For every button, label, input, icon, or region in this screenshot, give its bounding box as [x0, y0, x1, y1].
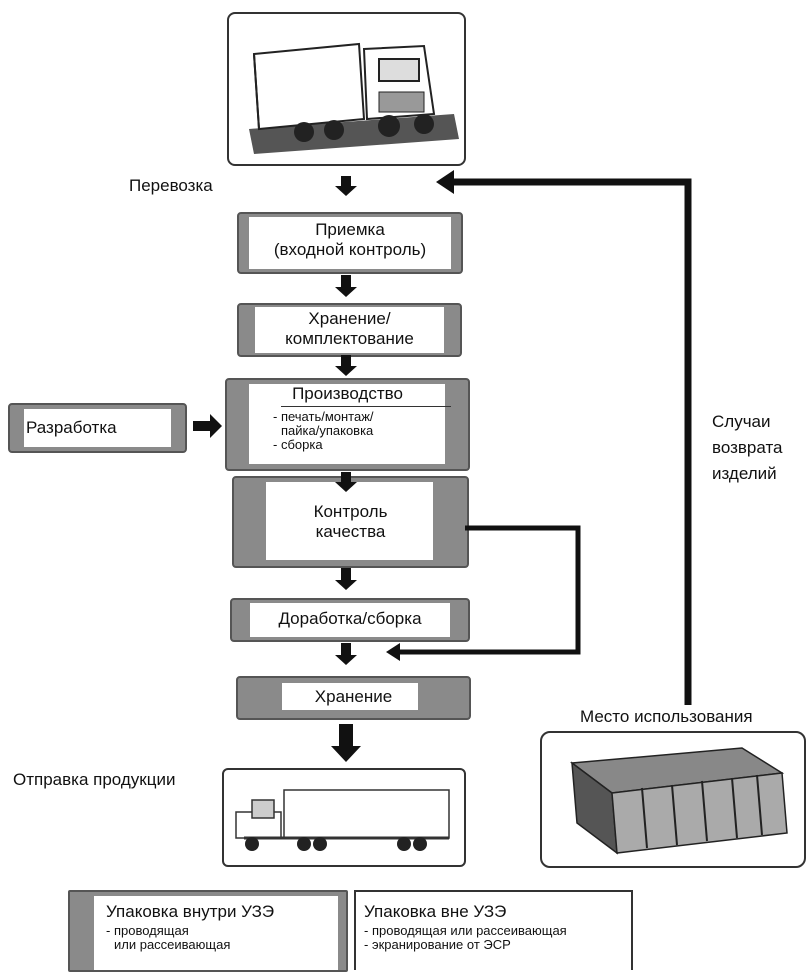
acceptance-line1: Приемка — [315, 220, 385, 239]
legend-outside: Упаковка вне УЗЭ - проводящая или рассеи… — [354, 890, 633, 970]
returns-connector — [450, 178, 692, 705]
rework-step: Доработка/сборка — [230, 598, 470, 642]
design-step: Разработка — [8, 403, 187, 453]
shipping-label: Отправка продукции — [13, 770, 176, 789]
returns-line2: возврата — [712, 438, 783, 457]
production-item-3: - сборка — [273, 437, 323, 452]
storage-step: Хранение/ комплектование — [237, 303, 462, 357]
returns-line1: Случаи — [712, 412, 771, 431]
legend-inside-line2: или рассеивающая — [114, 937, 231, 952]
acceptance-line2: (входной контроль) — [273, 240, 427, 259]
qc-rework-arrowhead — [386, 643, 400, 661]
legend-inside-title: Упаковка внутри УЗЭ — [106, 902, 275, 921]
storage-line2: комплектование — [285, 329, 414, 348]
qc-line2: качества — [315, 522, 386, 541]
production-step: Производство - печать/монтаж/ пайка/упак… — [225, 378, 470, 471]
legend-inside-line1: - проводящая — [106, 923, 189, 938]
legend-inside: Упаковка внутри УЗЭ - проводящая или рас… — [68, 890, 348, 972]
semi-truck-illustration — [235, 789, 450, 851]
legend-outside-title: Упаковка вне УЗЭ — [364, 902, 507, 921]
use-site-label: Место использования — [580, 707, 753, 726]
rework-label: Доработка/сборка — [278, 609, 422, 628]
transport-truck-image — [227, 12, 466, 166]
storage-line1: Хранение/ — [308, 309, 391, 328]
legend-outside-line1: - проводящая или рассеивающая — [364, 923, 567, 938]
returns-arrowhead — [436, 170, 454, 194]
design-label: Разработка — [26, 418, 117, 437]
qc-line1: Контроль — [313, 502, 388, 521]
final-storage-step: Хранение — [236, 676, 471, 720]
truck-illustration — [249, 42, 459, 154]
transport-label: Перевозка — [129, 176, 213, 195]
production-item-2: пайка/упаковка — [281, 423, 374, 438]
production-title: Производство — [292, 384, 403, 403]
legend-outside-line2: - экранирование от ЭСР — [364, 937, 511, 952]
use-site-image — [540, 731, 806, 868]
acceptance-step: Приемка (входной контроль) — [237, 212, 463, 274]
returns-label: Случаи возврата изделий — [712, 409, 783, 487]
production-item-1: - печать/монтаж/ — [273, 409, 374, 424]
final-storage-label: Хранение — [314, 687, 393, 706]
shipping-truck-image — [222, 768, 466, 867]
returns-line3: изделий — [712, 464, 777, 483]
quality-control-step: Контроль качества — [232, 476, 469, 568]
equipment-rack-illustration — [569, 747, 788, 855]
